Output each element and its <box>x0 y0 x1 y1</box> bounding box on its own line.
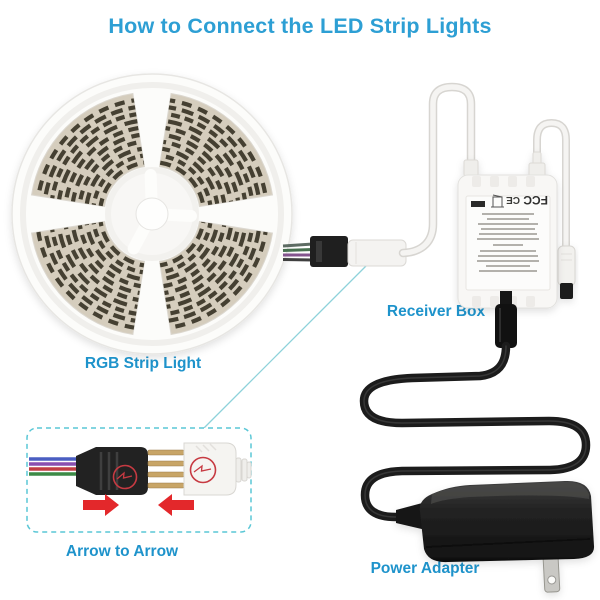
text-line <box>478 255 538 257</box>
ir-plug <box>557 245 576 299</box>
text-line <box>479 270 537 272</box>
hub-center-hole <box>135 197 169 231</box>
text-line <box>477 238 539 240</box>
caption-receiver-box: Receiver Box <box>386 303 486 320</box>
alignment-arrow-glyph <box>193 464 212 473</box>
left-cable <box>400 84 474 256</box>
alignment-circle-female <box>189 456 217 484</box>
caption-rgb-strip-light: RGB Strip Light <box>84 355 202 372</box>
rib-notch <box>526 296 535 307</box>
reel-hub <box>105 167 199 261</box>
rib <box>246 461 252 479</box>
ridge <box>202 444 210 452</box>
female-strain-ribs <box>235 457 252 483</box>
cable-strain-relief <box>463 159 479 177</box>
male-connector-ridges <box>99 452 119 490</box>
connector-detail-box <box>26 427 252 533</box>
text-line <box>482 213 534 215</box>
receiver-cables <box>398 82 570 258</box>
alignment-circle-male <box>112 464 138 490</box>
text-line <box>478 223 538 225</box>
receiver-label-content: FCC CE <box>471 193 548 272</box>
text-line <box>486 265 530 267</box>
ir-plug-tip <box>560 283 573 299</box>
rib-notch <box>508 176 517 187</box>
arrow-right-icon <box>83 494 119 516</box>
ridge <box>209 443 217 451</box>
strip-connector-assembly <box>282 236 407 267</box>
ribbon-wire <box>282 242 314 248</box>
detail-male-connector <box>76 447 148 495</box>
ir-plug-body <box>557 245 576 287</box>
gold-pin <box>147 460 185 467</box>
text-line <box>487 218 529 220</box>
page-title: How to Connect the LED Strip Lights <box>108 14 492 38</box>
rib-notch <box>472 176 481 187</box>
gold-pin <box>147 482 185 489</box>
rib-notch <box>472 296 481 307</box>
rib-notch <box>490 296 499 307</box>
power-adapter <box>396 480 595 593</box>
label-black-bar <box>471 201 485 207</box>
text-line <box>480 250 536 252</box>
rib <box>241 458 248 482</box>
detail-pins <box>147 449 185 489</box>
receiver-label-sticker <box>465 195 551 291</box>
ribbon-wire <box>282 258 314 262</box>
female-connector-white <box>347 239 407 267</box>
ce-marking: CE <box>506 194 520 205</box>
rib <box>235 457 242 483</box>
male-connector-black <box>310 236 348 267</box>
caption-arrow-to-arrow: Arrow to Arrow <box>65 543 179 560</box>
plug-barrel <box>495 304 517 348</box>
female-connector-ridges <box>195 443 217 453</box>
rib-notch <box>526 176 535 187</box>
adapter-top-sheen <box>431 481 589 504</box>
detail-wires <box>29 457 76 476</box>
adapter-seam <box>425 538 591 548</box>
adapter-strain-relief <box>396 502 426 530</box>
male-connector-ridge <box>316 241 322 262</box>
text-line <box>479 233 537 235</box>
receiver-box: FCC CE <box>457 151 558 309</box>
text-line <box>477 260 539 262</box>
reel-inner-rim <box>20 82 284 346</box>
alignment-arrow-glyph <box>116 471 133 480</box>
label-fine-print <box>477 213 539 272</box>
rgb-ribbon-wire <box>282 242 314 262</box>
dc-power-plug <box>495 291 517 348</box>
ridge <box>195 445 203 453</box>
gold-pin <box>147 449 185 456</box>
fcc-marking: FCC <box>523 193 548 207</box>
callout-line <box>203 265 367 429</box>
gold-pin <box>147 471 185 478</box>
rib-notch <box>490 176 499 187</box>
led-strip-reel <box>11 73 293 355</box>
arrow-left-icon <box>158 494 194 516</box>
ribbon-wire <box>282 248 314 252</box>
text-line <box>481 228 535 230</box>
right-cable <box>534 120 569 253</box>
weee-bin-icon <box>491 194 504 208</box>
prong-hole <box>547 575 557 585</box>
plug-tip <box>500 291 512 307</box>
power-cable-sheen <box>363 345 587 518</box>
caption-power-adapter: Power Adapter <box>370 560 480 577</box>
text-line <box>493 244 523 246</box>
